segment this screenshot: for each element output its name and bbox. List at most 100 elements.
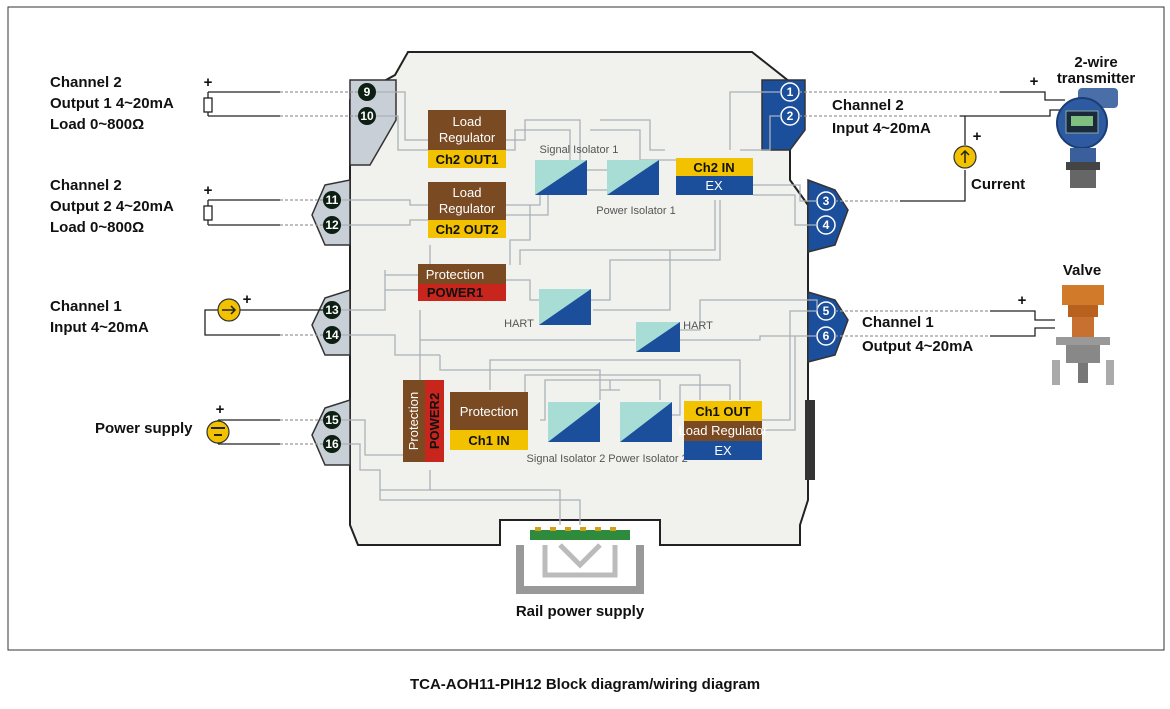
svg-text:Regulator: Regulator — [439, 130, 496, 145]
transmitter-icon — [1056, 88, 1118, 188]
svg-text:Ch1 OUT: Ch1 OUT — [695, 404, 751, 419]
svg-text:Power Isolator 1: Power Isolator 1 — [596, 205, 675, 217]
label-current: Current — [971, 176, 1025, 193]
terminal-4[interactable]: 4 — [816, 215, 836, 235]
plus-sign: + — [204, 182, 213, 199]
terminal-15[interactable]: 15 — [323, 411, 341, 429]
svg-text:11: 11 — [326, 193, 339, 207]
terminal-16[interactable]: 16 — [323, 435, 341, 453]
block-load-regulator-ch2-out2: Load Regulator Ch2 OUT2 — [428, 182, 506, 238]
svg-text:Channel 1: Channel 1 — [50, 298, 122, 315]
svg-text:EX: EX — [714, 443, 732, 458]
signal-isolator-2: Signal Isolator 2 — [527, 402, 606, 465]
internal-wiring — [341, 91, 818, 525]
svg-text:HART: HART — [504, 318, 534, 330]
terminal-10[interactable]: 10 — [358, 107, 376, 125]
svg-text:Input 4~20mA: Input 4~20mA — [832, 120, 931, 137]
label-valve: Valve — [1063, 262, 1101, 279]
signal-isolator-1: Signal Isolator 1 — [535, 144, 618, 195]
plus-sign: + — [243, 291, 252, 308]
terminal-5[interactable]: 5 — [816, 301, 836, 321]
wiring-diagram: 9 10 11 12 13 14 15 16 1 2 3 4 5 6 — [7, 6, 1165, 651]
svg-text:Regulator: Regulator — [439, 201, 496, 216]
svg-text:Ch2 OUT1: Ch2 OUT1 — [436, 152, 499, 167]
svg-text:Output 2 4~20mA: Output 2 4~20mA — [50, 198, 174, 215]
svg-text:Ch2 OUT2: Ch2 OUT2 — [436, 222, 499, 237]
hart-isolator-2: HART — [636, 320, 713, 352]
svg-text:Ch1 IN: Ch1 IN — [468, 433, 509, 448]
svg-text:13: 13 — [325, 303, 339, 317]
svg-text:Channel 2: Channel 2 — [50, 74, 122, 91]
right-external-wiring — [799, 91, 1065, 337]
label-power-supply: Power supply — [95, 420, 193, 437]
svg-text:HART: HART — [683, 320, 713, 332]
label-ch1-input: Channel 1 Input 4~20mA — [50, 298, 149, 336]
svg-text:Channel 1: Channel 1 — [862, 314, 934, 331]
svg-text:16: 16 — [325, 437, 339, 451]
svg-text:2: 2 — [787, 109, 794, 123]
svg-text:12: 12 — [325, 218, 339, 232]
block-protection-power2: Protection POWER2 — [403, 380, 444, 462]
svg-text:Load 0~800Ω: Load 0~800Ω — [50, 116, 144, 133]
svg-text:15: 15 — [325, 413, 339, 427]
svg-text:Protection: Protection — [426, 267, 485, 282]
svg-text:Protection: Protection — [460, 404, 519, 419]
power-isolator-1: Power Isolator 1 — [596, 160, 676, 217]
svg-text:5: 5 — [823, 304, 830, 318]
svg-text:14: 14 — [325, 328, 339, 342]
terminal-6[interactable]: 6 — [816, 326, 836, 346]
svg-text:Output 4~20mA: Output 4~20mA — [862, 338, 973, 355]
block-ch1-out: Ch1 OUT Load Regulator EX — [679, 401, 769, 460]
plus-sign: + — [973, 128, 982, 145]
plus-sign: + — [1030, 73, 1039, 90]
load-resistor-icon — [203, 205, 213, 221]
label-ch2-output1: Channel 2 Output 1 4~20mA Load 0~800Ω — [50, 74, 174, 133]
label-2-wire-transmitter: 2-wire transmitter — [1057, 54, 1136, 87]
svg-text:Output 1 4~20mA: Output 1 4~20mA — [50, 95, 174, 112]
current-source-icon — [217, 298, 241, 322]
load-resistor-icon — [203, 97, 213, 113]
terminal-2[interactable]: 2 — [780, 106, 800, 126]
block-protection-power1: Protection POWER1 — [418, 264, 506, 301]
svg-text:9: 9 — [364, 85, 371, 99]
diagram-frame — [7, 6, 1165, 651]
svg-text:Signal Isolator 1: Signal Isolator 1 — [540, 144, 619, 156]
label-ch2-output2: Channel 2 Output 2 4~20mA Load 0~800Ω — [50, 177, 174, 236]
svg-text:1: 1 — [787, 85, 794, 99]
svg-text:6: 6 — [823, 329, 830, 343]
terminal-9[interactable]: 9 — [358, 83, 376, 101]
label-ch1-output: Channel 1 Output 4~20mA — [862, 314, 973, 355]
block-load-regulator-ch2-out1: Load Regulator Ch2 OUT1 — [428, 110, 506, 168]
svg-text:Load 0~800Ω: Load 0~800Ω — [50, 219, 144, 236]
hart-isolator-1: HART — [504, 289, 591, 330]
plus-sign: + — [216, 401, 225, 418]
svg-text:Protection: Protection — [406, 392, 421, 451]
plus-sign: + — [204, 74, 213, 91]
svg-text:3: 3 — [823, 194, 830, 208]
diagram-caption: TCA-AOH11-PIH12 Block diagram/wiring dia… — [409, 676, 761, 693]
terminal-13[interactable]: 13 — [323, 301, 341, 319]
svg-text:Signal Isolator 2: Signal Isolator 2 — [527, 453, 606, 465]
terminal-1[interactable]: 1 — [780, 82, 800, 102]
svg-text:4: 4 — [823, 218, 830, 232]
svg-text:Load: Load — [453, 114, 482, 129]
terminal-11[interactable]: 11 — [323, 191, 341, 209]
svg-text:Load Regulator: Load Regulator — [679, 423, 769, 438]
valve-icon — [1052, 285, 1114, 385]
label-ch2-input: Channel 2 Input 4~20mA — [832, 97, 931, 137]
svg-text:EX: EX — [705, 178, 723, 193]
block-ch2-in: Ch2 IN EX — [676, 158, 753, 195]
svg-text:Ch2 IN: Ch2 IN — [693, 160, 734, 175]
left-external-wiring — [204, 91, 358, 445]
plus-sign: + — [1018, 292, 1027, 309]
rail-connector — [516, 527, 644, 594]
terminal-3[interactable]: 3 — [816, 191, 836, 211]
svg-text:POWER1: POWER1 — [427, 285, 483, 300]
rail-power-supply-label: Rail power supply — [516, 603, 645, 620]
terminal-12[interactable]: 12 — [323, 216, 341, 234]
svg-text:2-wire: 2-wire — [1074, 54, 1117, 71]
svg-text:Channel 2: Channel 2 — [50, 177, 122, 194]
terminal-14[interactable]: 14 — [323, 326, 341, 344]
power-supply-icon — [206, 420, 230, 444]
svg-text:transmitter: transmitter — [1057, 70, 1136, 87]
